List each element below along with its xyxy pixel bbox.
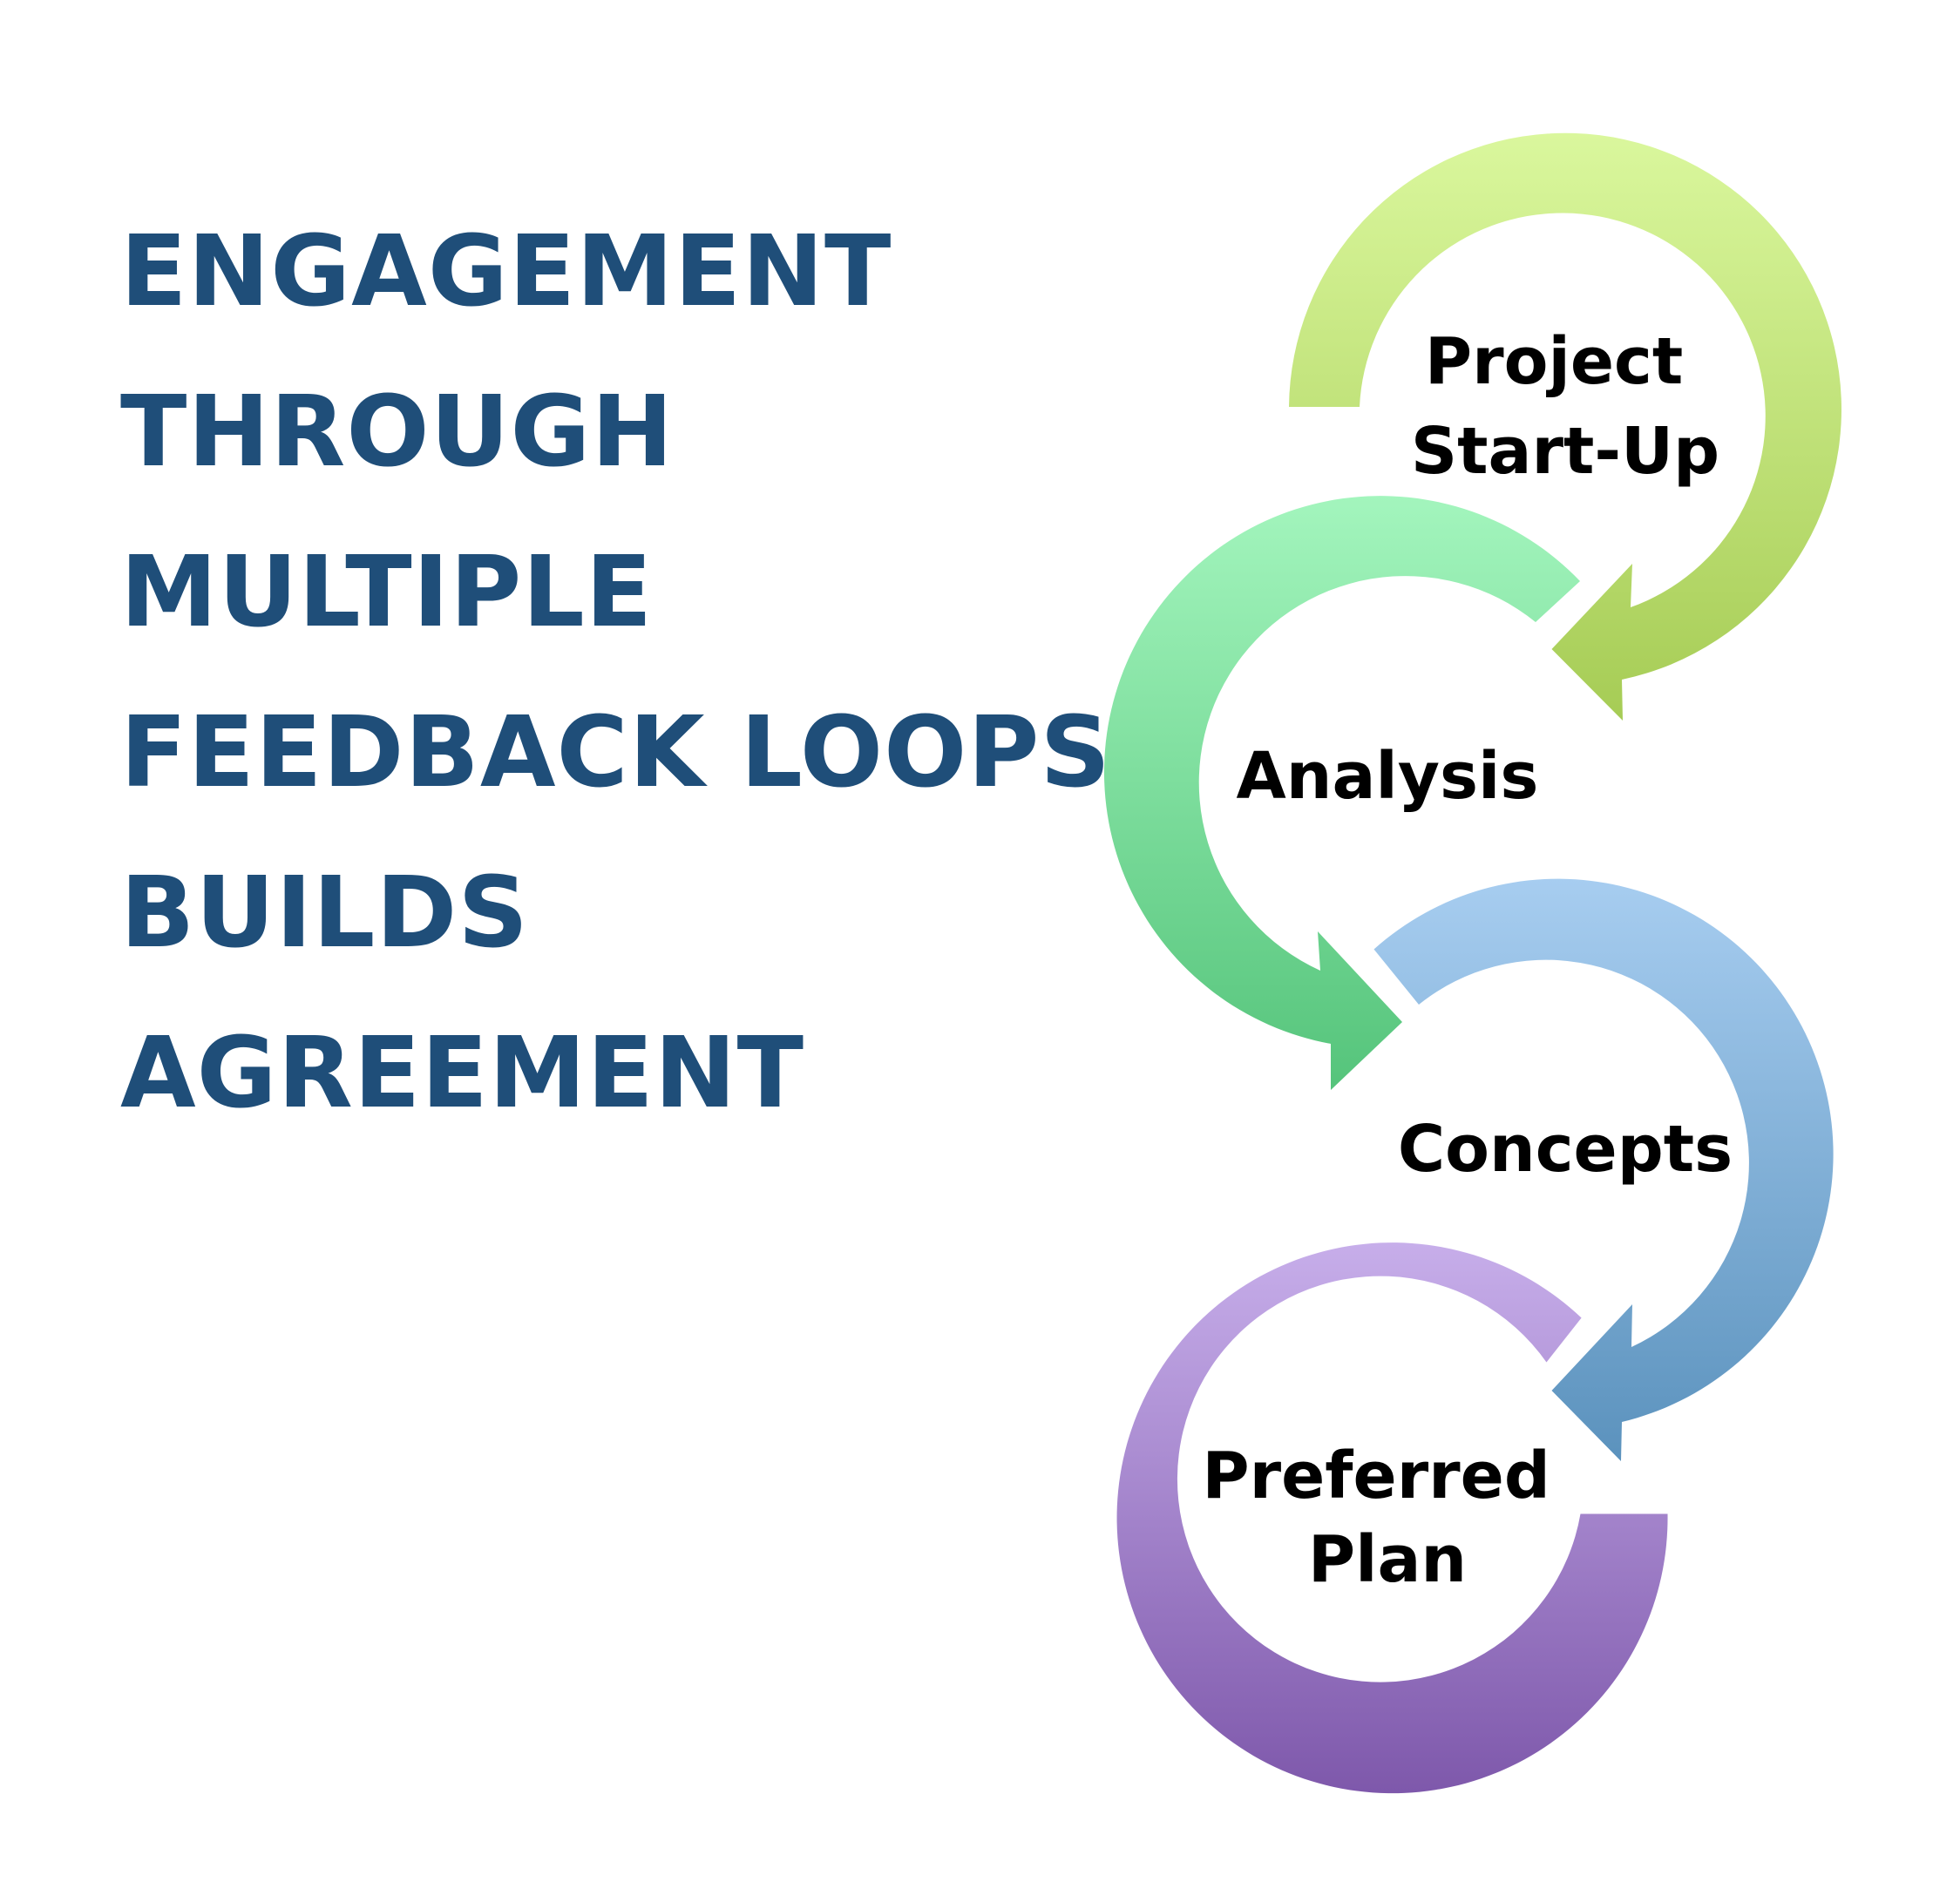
analysis-arrow [1103, 496, 1580, 1090]
preferred-plan-label: Preferred Plan [1202, 1439, 1572, 1597]
headline: ENGAGEMENT THROUGH MULTIPLE FEEDBACK LOO… [120, 192, 1111, 1154]
analysis-label: Analysis [1237, 739, 1539, 814]
headline-line-6: AGREEMENT [120, 1017, 804, 1130]
project-start-up-label: Project Start-Up [1411, 324, 1719, 489]
step-project-start-up: Project Start-Up [1289, 132, 1841, 721]
headline-line-1: ENGAGEMENT [120, 215, 892, 328]
step-preferred-plan: Preferred Plan [1116, 1242, 1668, 1794]
step-analysis: Analysis [1103, 496, 1580, 1090]
concepts-arrow [1373, 878, 1834, 1461]
concepts-label: Concepts [1398, 1112, 1733, 1187]
headline-line-4: FEEDBACK LOOPS [120, 696, 1112, 809]
headline-line-5: BUILDS [120, 856, 529, 970]
project-start-up-arrow [1289, 132, 1841, 721]
step-concepts: Concepts [1373, 878, 1834, 1461]
headline-line-2: THROUGH [120, 376, 675, 489]
headline-line-3: MULTIPLE [120, 536, 654, 649]
preferred-plan-ring [1116, 1242, 1668, 1794]
